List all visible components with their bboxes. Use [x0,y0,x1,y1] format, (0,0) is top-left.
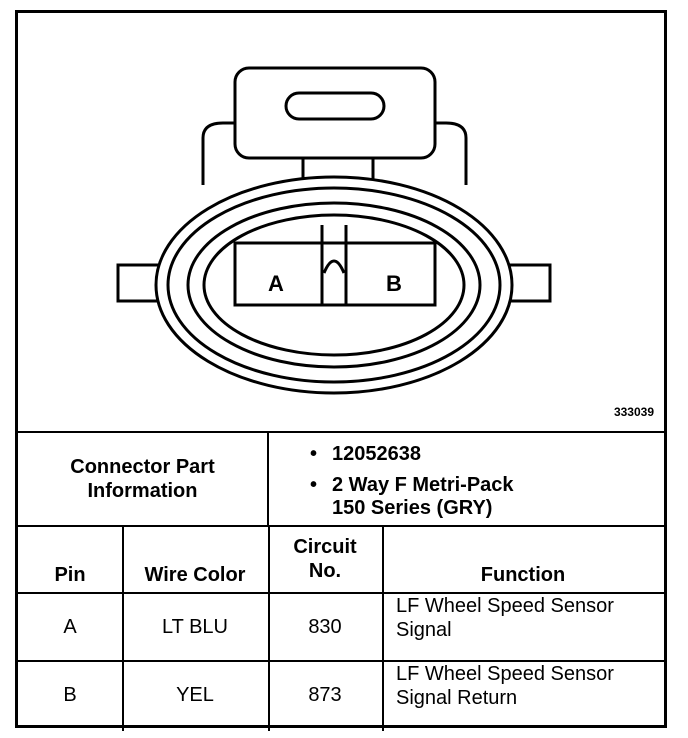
row-b-function-line1: LF Wheel Speed Sensor [396,663,614,685]
connector-part-info-list: • 12052638 • 2 Way F Metri-Pack 150 Seri… [310,443,514,520]
header-circuit-line1: Circuit [293,536,357,558]
table-top-rule [18,431,664,433]
pin-label-a: A [268,271,284,296]
info-label-line2: Information [87,480,198,502]
pin-label-b: B [386,271,402,296]
latch-slot [284,91,386,121]
row-a-function-line1: LF Wheel Speed Sensor [396,595,614,617]
row-a-function: LF Wheel Speed Sensor Signal [384,594,664,660]
latch-top [233,66,437,160]
left-side-tab [116,263,162,303]
info-item: 150 Series (GRY) [310,497,514,520]
info-item: • 2 Way F Metri-Pack [310,474,514,497]
pin-cavity-frame [233,241,437,307]
part-number: 12052638 [332,443,421,465]
row-a-circuit: 830 [308,616,342,638]
connector-series: 150 Series (GRY) [332,497,493,519]
connector-face-drawing: A B [18,13,664,433]
info-label-line1: Connector Part [70,456,215,478]
row-a-pin: A [63,616,77,638]
connector-diagram-frame: A B 333039 Connector Part Information • … [15,10,667,731]
row-b-function-line2: Signal Return [396,687,518,709]
row-a-bottom-rule [18,660,664,662]
header-wire-color: Wire Color [144,564,246,586]
header-function: Function [480,564,566,586]
shell-ring-3 [202,213,466,357]
connector-part-info-label: Connector Part Information [18,433,267,525]
connector-svg: A B [116,66,552,395]
col-divider-2 [268,525,270,731]
col-divider-1 [122,525,124,731]
row-b-pin: B [63,684,77,706]
header-bottom-rule [18,592,664,594]
row-b-function: LF Wheel Speed Sensor Signal Return [384,662,664,728]
info-divider [267,431,269,525]
col-divider-3 [382,525,384,731]
right-side-tab [506,263,552,303]
figure-number: 333039 [613,405,654,419]
row-b-circuit: 873 [308,684,342,706]
row-a-wire-color: LT BLU [162,616,228,638]
shell-ring-2 [186,201,482,369]
header-pin: Pin [54,564,86,586]
bullet: • [310,443,318,465]
row-a-function-line2: Signal [396,619,452,641]
shell-ring-1 [166,186,502,384]
header-circuit-line2: No. [308,560,342,582]
header-circuit-no: Circuit No. [268,527,382,591]
bullet: • [310,474,318,496]
info-item: • 12052638 [310,443,514,466]
info-bottom-rule [18,525,664,527]
connector-type: 2 Way F Metri-Pack [332,474,514,496]
row-b-wire-color: YEL [176,684,214,706]
outer-shell [154,175,514,395]
